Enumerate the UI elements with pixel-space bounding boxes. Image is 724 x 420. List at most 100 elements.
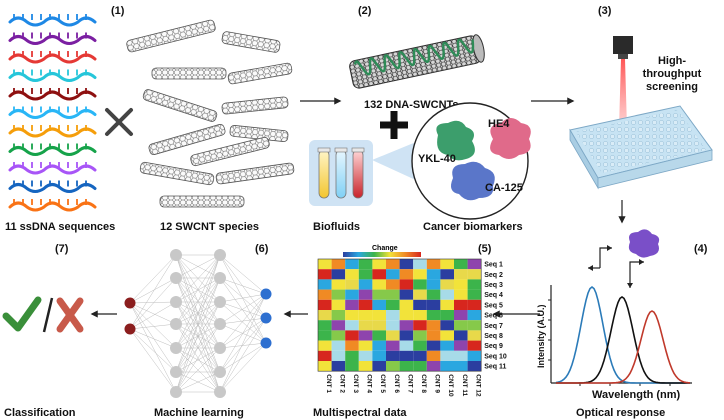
heatmap-cell bbox=[454, 350, 468, 361]
heatmap-cell bbox=[386, 330, 400, 341]
heatmap-col-label: CNT 12 bbox=[474, 374, 481, 397]
cross-icon bbox=[56, 297, 84, 333]
nn-node bbox=[214, 342, 226, 354]
nn-node bbox=[214, 386, 226, 398]
nn-node bbox=[214, 366, 226, 378]
heatmap-row-label: Seq 1 bbox=[484, 262, 503, 269]
heatmap-cell bbox=[454, 259, 468, 270]
ssdna-strand bbox=[8, 35, 97, 45]
heatmap-cell bbox=[345, 299, 359, 310]
heatmap-cell bbox=[399, 289, 414, 300]
heatmap-cell bbox=[331, 310, 346, 321]
heatmap-cell bbox=[318, 340, 332, 351]
ssdna-strand bbox=[8, 201, 97, 212]
nn-connection bbox=[175, 347, 221, 393]
heatmap-cell bbox=[318, 310, 332, 321]
heatmap-cell bbox=[413, 320, 427, 331]
heatmap-row-label: Seq 10 bbox=[484, 353, 507, 360]
nn-node bbox=[260, 337, 272, 349]
multiply-icon bbox=[105, 108, 133, 136]
heatmap-cell bbox=[454, 340, 468, 351]
heatmap-cell bbox=[386, 279, 400, 290]
heatmap-cell bbox=[345, 340, 359, 351]
heatmap-cell bbox=[413, 279, 427, 290]
biofluids-illustration bbox=[309, 140, 373, 206]
heatmap-cell bbox=[467, 330, 482, 341]
heatmap-cell bbox=[358, 269, 373, 280]
ssdna-strands-group bbox=[8, 14, 97, 212]
nn-connection bbox=[175, 323, 221, 373]
nn-connection bbox=[219, 317, 267, 373]
heatmap-cell bbox=[372, 299, 386, 310]
heatmap-cell bbox=[386, 310, 400, 321]
heatmap-col-label: CNT 6 bbox=[393, 374, 400, 393]
nn-node bbox=[214, 249, 226, 261]
nn-connection bbox=[129, 328, 177, 393]
heatmap-row-label: Seq 2 bbox=[484, 272, 503, 279]
heatmap-cell bbox=[372, 340, 386, 351]
ssdna-caption: 11 ssDNA sequences bbox=[5, 221, 115, 233]
heatmap-row-label: Seq 4 bbox=[484, 292, 503, 299]
nn-connection bbox=[219, 293, 267, 393]
nn-connection bbox=[129, 277, 177, 330]
plus-icon bbox=[380, 111, 408, 139]
swcnt-tube bbox=[215, 162, 295, 185]
nn-node bbox=[260, 312, 272, 324]
heatmap-cell bbox=[372, 350, 386, 361]
heatmap-row-label: Seq 5 bbox=[484, 302, 503, 309]
heatmap-cell bbox=[372, 361, 386, 372]
spectrum-plot bbox=[548, 285, 692, 386]
heatmap-cell bbox=[454, 299, 468, 310]
heatmap-cell bbox=[358, 279, 373, 290]
heatmap-cell bbox=[318, 279, 332, 290]
heatmap-cell bbox=[386, 340, 400, 351]
laser-beam bbox=[619, 59, 627, 128]
biofluids-caption: Biofluids bbox=[313, 221, 360, 233]
heatmap-cell bbox=[440, 320, 454, 331]
heatmap-row-label: Seq 8 bbox=[484, 333, 503, 340]
nn-connection bbox=[129, 254, 177, 330]
heatmap-cell bbox=[440, 350, 454, 361]
heatmap-cell bbox=[358, 299, 373, 310]
heatmap-cell bbox=[386, 361, 400, 372]
heatmap-cell bbox=[386, 289, 400, 300]
heatmap-cell bbox=[413, 299, 427, 310]
nn-connection bbox=[175, 371, 221, 393]
heatmap-cell bbox=[467, 310, 482, 321]
heatmap-grid bbox=[317, 258, 482, 372]
heatmap-cell bbox=[358, 310, 373, 321]
heatmap-cell bbox=[372, 330, 386, 341]
heatmap-row-label: Seq 9 bbox=[484, 343, 503, 350]
swcnt-tube bbox=[221, 96, 289, 115]
nn-connection bbox=[175, 254, 221, 373]
heatmap-cell bbox=[331, 269, 346, 280]
heatmap-cell bbox=[331, 330, 346, 341]
heatmap-cell bbox=[386, 259, 400, 270]
swcnt-caption: 12 SWCNT species bbox=[160, 221, 259, 233]
nn-connection bbox=[129, 328, 177, 349]
heatmap-cell bbox=[440, 299, 454, 310]
nn-connection bbox=[219, 293, 267, 303]
heatmap-row-label: Seq 3 bbox=[484, 282, 503, 289]
nn-connection bbox=[175, 323, 221, 393]
heatmap-cell bbox=[318, 259, 332, 270]
nn-connection bbox=[175, 277, 221, 303]
swcnt-tube bbox=[227, 62, 293, 85]
nn-connection bbox=[129, 323, 177, 330]
heatmap-cell bbox=[454, 279, 468, 290]
heatmap-row-label: Seq 11 bbox=[484, 364, 506, 371]
nn-node bbox=[170, 272, 182, 284]
heatmap-cell bbox=[331, 320, 346, 331]
heatmap-cell bbox=[440, 269, 454, 280]
step-5-label: (5) bbox=[478, 243, 492, 255]
nn-connection bbox=[175, 254, 221, 303]
heatmap-cell bbox=[331, 350, 346, 361]
dna-swcnt-illustration bbox=[349, 34, 485, 89]
heatmap-cell bbox=[440, 310, 454, 321]
heatmap-cell bbox=[386, 269, 400, 280]
ykl40-label: YKL-40 bbox=[418, 153, 456, 165]
heatmap-cell bbox=[372, 310, 386, 321]
nn-node bbox=[214, 318, 226, 330]
nn-connection bbox=[219, 342, 267, 349]
